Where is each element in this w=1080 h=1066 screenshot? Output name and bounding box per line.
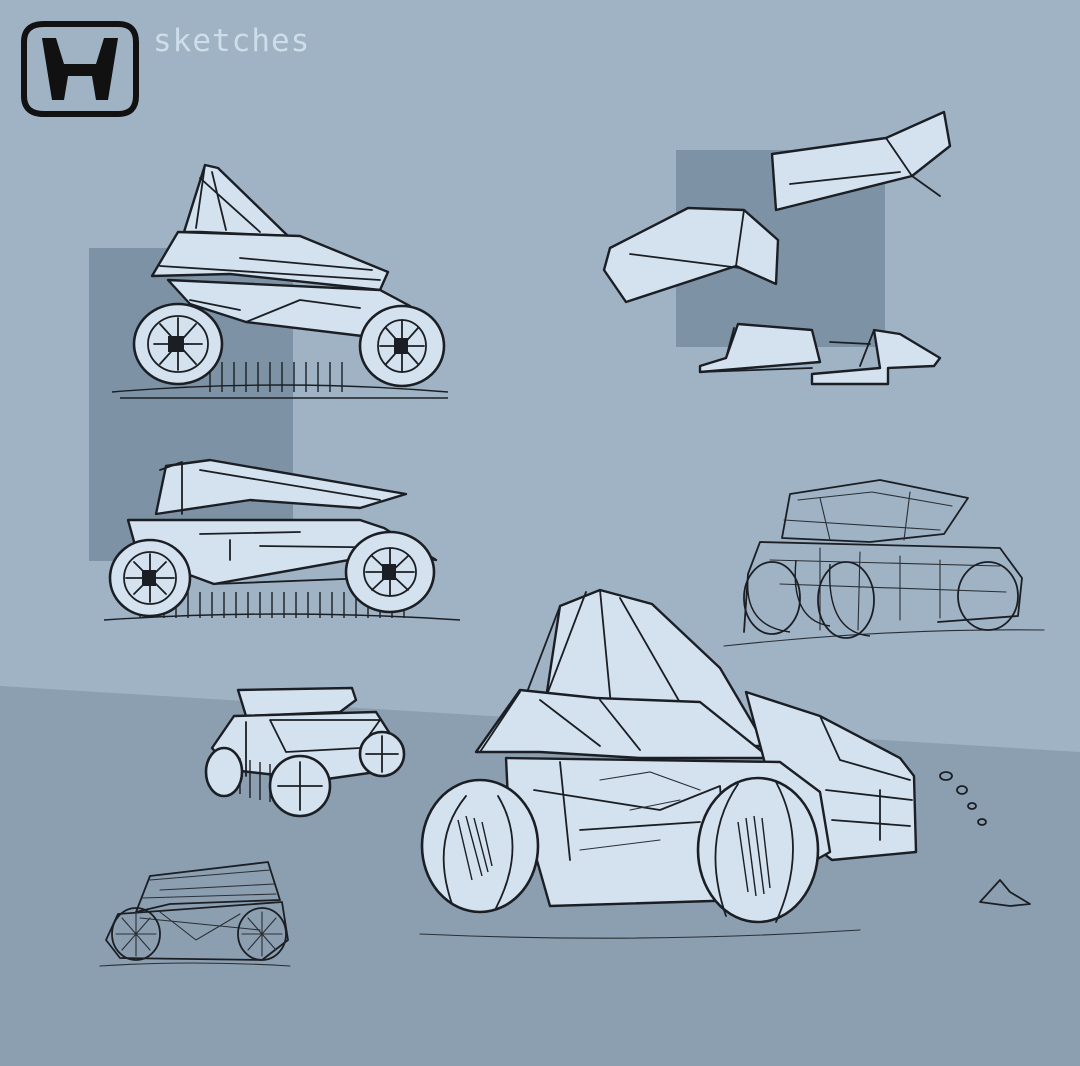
- vehicle-sketch-6-hero: [419, 588, 1031, 939]
- vehicle-sketch-3: [723, 479, 1045, 647]
- vehicle-sketch-4: [204, 686, 406, 818]
- vehicle-sketch-1: [111, 163, 449, 399]
- brand-label-sketches: sketches: [153, 23, 311, 59]
- vehicle-sketch-2: [103, 458, 461, 621]
- form-study-folded-shapes: [602, 110, 952, 386]
- vehicle-sketch-5: [99, 861, 291, 967]
- honda-logo: [21, 21, 139, 117]
